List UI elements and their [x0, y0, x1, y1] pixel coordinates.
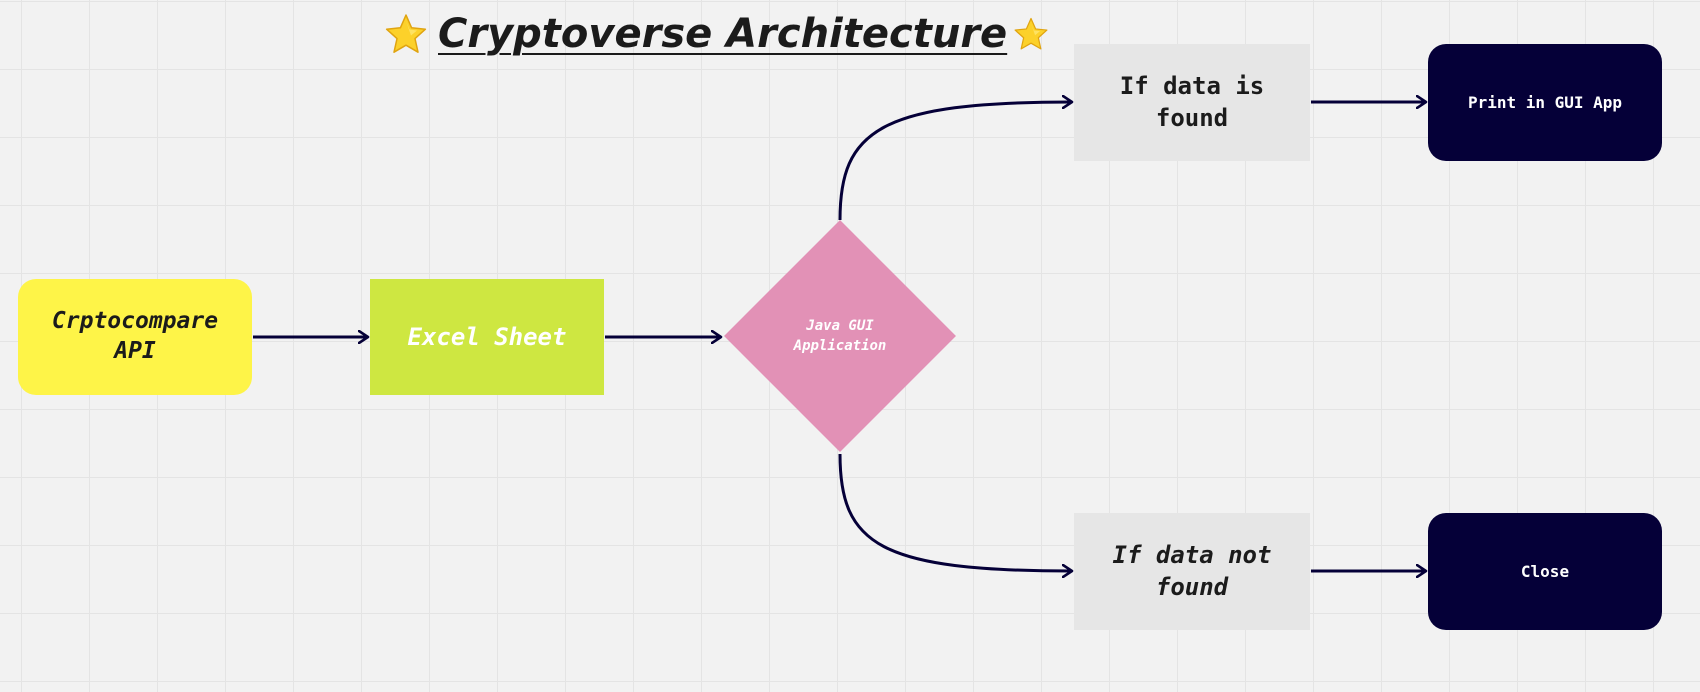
node-if-data-found: If data is found [1074, 44, 1310, 161]
title-text: Cryptoverse Architecture [438, 11, 1008, 57]
star-icon [1014, 17, 1048, 50]
node-api: Crptocompare API [18, 279, 252, 395]
node-java-gui-application: Java GUI Application [724, 220, 956, 452]
node-print-in-gui-app-label: Print in GUI App [1467, 93, 1623, 112]
node-print-in-gui-app: Print in GUI App [1428, 44, 1662, 161]
edge-java-to-not-found [838, 453, 1072, 571]
node-close-label: Close [1520, 562, 1570, 581]
diagram-title: Cryptoverse Architecture [384, 6, 1049, 62]
star-icon [385, 14, 427, 53]
node-java-gui-application-label: Java GUI Application [793, 317, 887, 354]
edge-java-to-found [838, 102, 1072, 221]
node-excel-sheet: Excel Sheet [370, 279, 604, 395]
node-excel-sheet-label: Excel Sheet [407, 323, 567, 351]
node-close: Close [1428, 513, 1662, 630]
node-api-label: Crptocompare API [51, 308, 219, 364]
node-if-data-found-label: If data is found [1119, 72, 1265, 132]
node-if-data-not-found: If data not found [1074, 513, 1310, 630]
node-if-data-not-found-label: If data not found [1112, 541, 1272, 601]
